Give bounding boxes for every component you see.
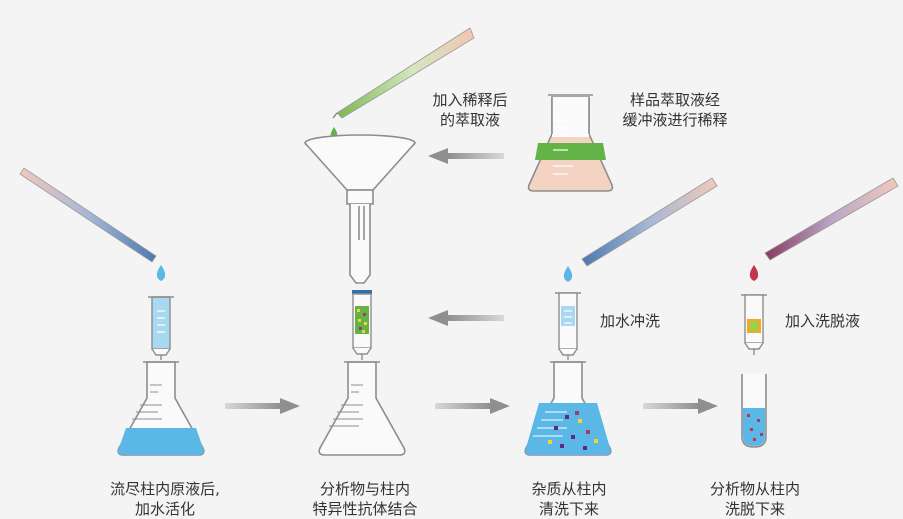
- red-droplet-icon: [749, 265, 759, 281]
- label-add-eluent: 加入洗脱液: [785, 312, 861, 330]
- pipette-red: [764, 177, 899, 261]
- pipette-green: [332, 27, 475, 119]
- label-step1: 流尽柱内原液后, 加水活化: [110, 480, 220, 518]
- pipette-blue-left: [19, 167, 157, 263]
- arrow-sample-to-funnel: [428, 148, 504, 164]
- blue-droplet-icon-middle: [563, 266, 573, 282]
- impurity-particles: [548, 411, 598, 450]
- sample-flask: [527, 94, 614, 192]
- flask-2: [318, 361, 406, 456]
- label-sample-extract-diluted: 样品萃取液经 缓冲液进行稀释: [622, 91, 728, 129]
- flask-3: [524, 361, 612, 456]
- arrow-step3-to-step4: [643, 398, 718, 414]
- column-3: [555, 292, 581, 360]
- column-4: [741, 294, 767, 355]
- funnel: [304, 134, 416, 284]
- column-2: [352, 290, 372, 360]
- blue-droplet-icon-left: [156, 265, 166, 281]
- pipette-blue-middle: [581, 177, 718, 267]
- arrow-step1-to-step2: [225, 398, 300, 414]
- label-step4: 分析物从柱内 洗脱下来: [709, 480, 800, 518]
- flask-1: [117, 361, 205, 456]
- test-tube: [741, 374, 767, 448]
- arrow-step2-to-step3: [435, 398, 510, 414]
- column-1: [148, 296, 174, 360]
- arrow-wash-to-column: [428, 310, 504, 326]
- label-add-diluted-extract: 加入稀释后 的萃取液: [432, 91, 508, 129]
- label-step2: 分析物与柱内 特异性抗体结合: [312, 480, 418, 518]
- label-step3: 杂质从柱内 清洗下来: [531, 480, 607, 518]
- label-add-water-wash: 加水冲洗: [600, 312, 661, 330]
